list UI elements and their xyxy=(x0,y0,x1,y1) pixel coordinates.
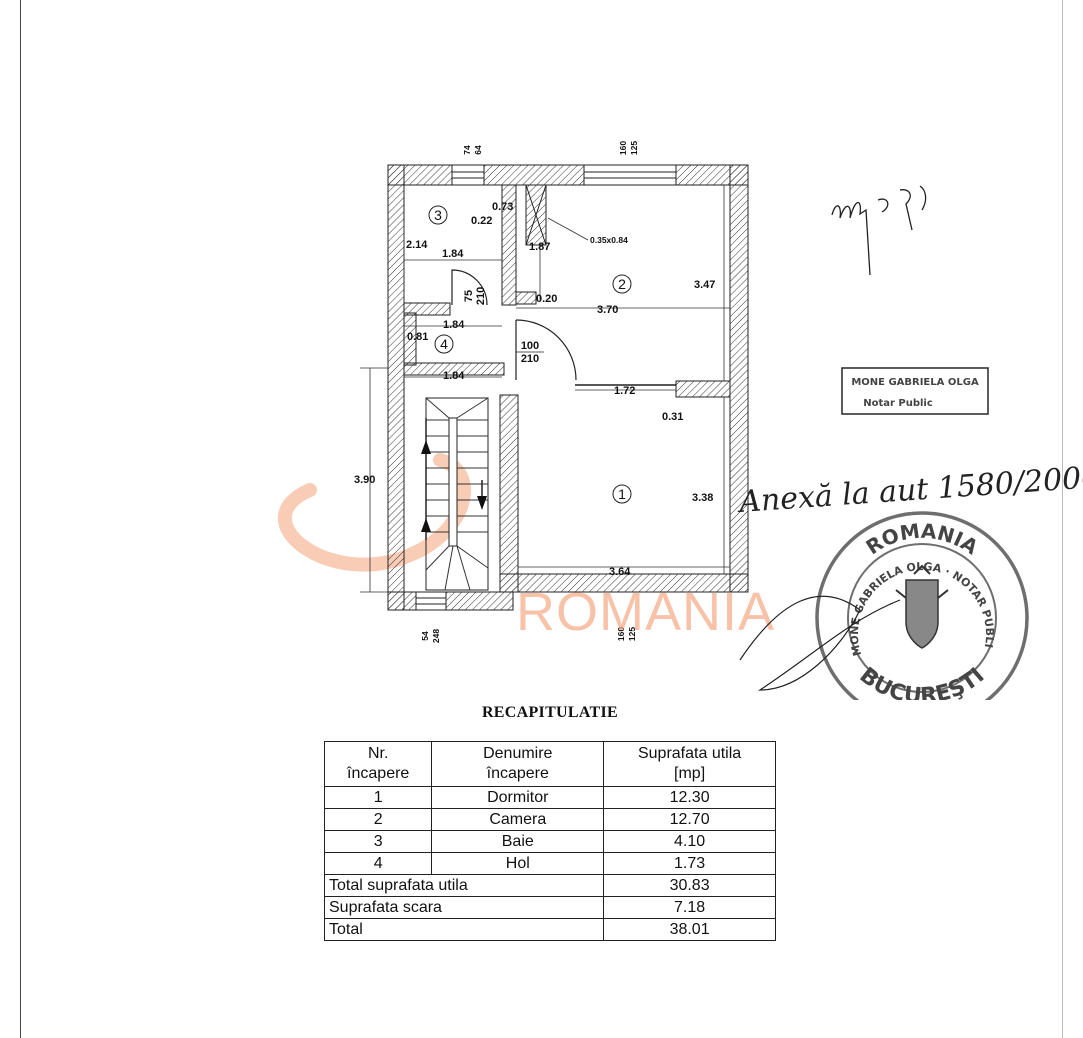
dim-3-64: 3.64 xyxy=(609,566,631,578)
top-windows xyxy=(415,164,677,611)
room-number-4: 4 xyxy=(440,336,448,352)
dimension-lines xyxy=(360,185,730,593)
dim-vent: 0.35x0.84 xyxy=(590,235,628,245)
dim-3-38: 3.38 xyxy=(692,492,713,504)
room-number-1: 1 xyxy=(618,486,626,502)
row-area: 4.10 xyxy=(603,830,776,853)
doors xyxy=(451,269,577,381)
annex-note: Anexă la aut 1580/2006 xyxy=(735,460,1083,520)
seal-bottom-text: BUCUREŞTI xyxy=(855,663,990,700)
window-label-bottom-1: 54 xyxy=(420,631,430,641)
total-label: Total xyxy=(323,918,605,941)
header-suprafata: Suprafata utila[mp] xyxy=(603,741,776,787)
total-label: Suprafata scara xyxy=(323,896,605,919)
row-name: Camera xyxy=(431,808,605,831)
window-label-top-1: 74 xyxy=(462,145,472,155)
dim-2-14: 2.14 xyxy=(406,239,428,251)
row-nr: 2 xyxy=(323,808,433,831)
row-nr: 4 xyxy=(323,852,433,875)
window-label-top-2: 160 xyxy=(618,141,628,155)
window-label-top-2b: 125 xyxy=(629,141,639,155)
total-label: Total suprafata utila xyxy=(323,874,605,897)
page-edge-right xyxy=(1062,0,1063,1038)
table-row: 2 Camera 12.70 xyxy=(323,808,776,831)
dim-0-31: 0.31 xyxy=(662,411,683,423)
interior-walls xyxy=(403,184,731,398)
recap-title: RECAPITULATIE xyxy=(481,704,619,721)
dim-3-70: 3.70 xyxy=(597,304,618,316)
notary-stamp-title: Notar Public xyxy=(863,398,933,409)
coat-of-arms-icon xyxy=(895,564,949,649)
dim-1-84-b: 1.84 xyxy=(443,319,465,331)
room-number-3: 3 xyxy=(434,207,442,223)
window-label-bottom-2: 160 xyxy=(616,627,626,641)
signature: ll/ .07 xyxy=(831,185,927,276)
total-value: 30.83 xyxy=(603,874,776,897)
row-name: Dormitor xyxy=(431,786,605,809)
row-name: Hol xyxy=(431,852,605,875)
door-label-2-top: 100 xyxy=(521,340,539,352)
table-row: 3 Baie 4.10 xyxy=(323,830,776,853)
dim-1-84-c: 1.84 xyxy=(443,370,465,382)
notary-stamp: MONE GABRIELA OLGA Notar Public xyxy=(841,367,989,415)
notary-stamp-name: MONE GABRIELA OLGA xyxy=(851,377,979,388)
dim-1-72: 1.72 xyxy=(614,385,635,397)
room-number-2: 2 xyxy=(618,276,626,292)
stairs xyxy=(421,397,489,591)
door-label-1-bottom: 210 xyxy=(475,287,487,305)
window-labels: 74 64 160 125 54 248 160 125 xyxy=(420,141,639,643)
row-nr: 3 xyxy=(323,830,433,853)
window-label-bottom-1b: 248 xyxy=(431,629,441,643)
seal-top-text: ROMANIA xyxy=(862,519,983,560)
row-area: 12.30 xyxy=(603,786,776,809)
door-labels: 75 210 100 210 xyxy=(463,287,544,365)
total-value: 38.01 xyxy=(603,918,776,941)
room-numbers: 3 2 4 1 xyxy=(428,205,632,504)
total-row: Suprafata scara 7.18 xyxy=(323,896,776,919)
signature-text: ll/ .07 xyxy=(832,213,836,215)
dim-3-90: 3.90 xyxy=(354,474,375,486)
total-value: 7.18 xyxy=(603,896,776,919)
dim-0-81: 0.81 xyxy=(407,331,428,343)
page-edge-left xyxy=(20,0,21,1038)
door-label-2-bottom: 210 xyxy=(521,353,539,365)
dim-1-87: 1.87 xyxy=(529,241,550,253)
row-area: 12.70 xyxy=(603,808,776,831)
watermark-romania: ROMANIA xyxy=(516,582,775,642)
window-label-bottom-2b: 125 xyxy=(627,627,637,641)
dim-0-20: 0.20 xyxy=(536,293,557,305)
header-nr: Nr.încapere xyxy=(323,741,433,787)
total-row: Total suprafata utila 30.83 xyxy=(323,874,776,897)
dim-3-47: 3.47 xyxy=(694,279,715,291)
door-label-1-top: 75 xyxy=(463,290,475,302)
dim-1-84-a: 1.84 xyxy=(442,248,464,260)
table-row: 1 Dormitor 12.30 xyxy=(323,786,776,809)
floor-plan: 74 64 160 125 54 248 160 125 3 2 4 1 0.7… xyxy=(0,0,1083,700)
row-nr: 1 xyxy=(323,786,433,809)
dimension-values: 0.73 0.22 2.14 1.84 1.87 0.35x0.84 3.47 … xyxy=(354,201,715,578)
window-label-top-1b: 64 xyxy=(473,145,483,155)
total-row: Total 38.01 xyxy=(323,918,776,941)
table-row: 4 Hol 1.73 xyxy=(323,852,776,875)
seal-ring-text: MONE GABRIELA OLGA · NOTAR PUBLIC xyxy=(0,0,996,657)
row-area: 1.73 xyxy=(603,852,776,875)
row-name: Baie xyxy=(431,830,605,853)
dim-0-73: 0.73 xyxy=(492,201,513,213)
dim-0-22: 0.22 xyxy=(471,215,492,227)
